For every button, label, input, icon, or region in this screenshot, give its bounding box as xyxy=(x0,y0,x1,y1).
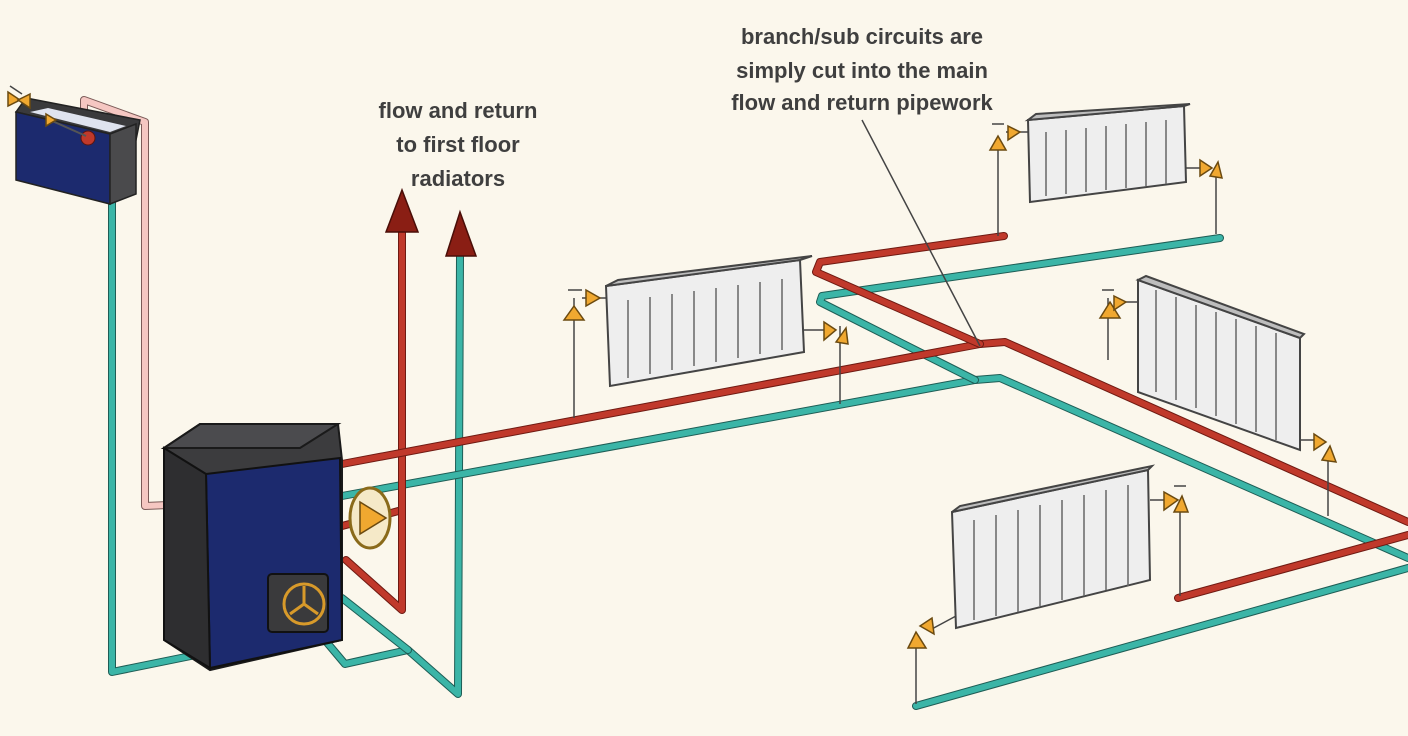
valve-icon xyxy=(906,490,1190,649)
label-branch-line-2: simply cut into the main xyxy=(736,58,988,83)
label-first-floor: flow and return to first floor radiators xyxy=(379,98,538,191)
label-first-floor-line-2: to first floor xyxy=(396,132,520,157)
callout-leader-line xyxy=(861,119,981,347)
radiator xyxy=(992,103,1217,236)
label-first-floor-line-3: radiators xyxy=(411,166,505,191)
fan-icon xyxy=(282,582,326,626)
radiator xyxy=(915,464,1186,704)
pump-icon xyxy=(348,486,392,550)
valve-icon xyxy=(562,288,849,345)
label-branch-line-1: branch/sub circuits are xyxy=(741,24,983,49)
label-branch-line-3: flow and return pipework xyxy=(731,90,993,115)
valve-icon xyxy=(988,124,1224,179)
return-arrow-icon xyxy=(444,209,478,257)
valve-icon xyxy=(1098,294,1338,463)
label-first-floor-line-1: flow and return xyxy=(379,98,538,123)
flow-arrow-icon xyxy=(384,187,420,233)
radiator xyxy=(568,255,841,418)
valve-icon xyxy=(7,85,58,128)
label-branch-circuits: branch/sub circuits are simply cut into … xyxy=(731,24,993,115)
expansion-tank-icon xyxy=(14,97,141,206)
radiator xyxy=(1102,274,1329,516)
flow-pipework xyxy=(296,228,1408,614)
boiler xyxy=(160,423,344,672)
